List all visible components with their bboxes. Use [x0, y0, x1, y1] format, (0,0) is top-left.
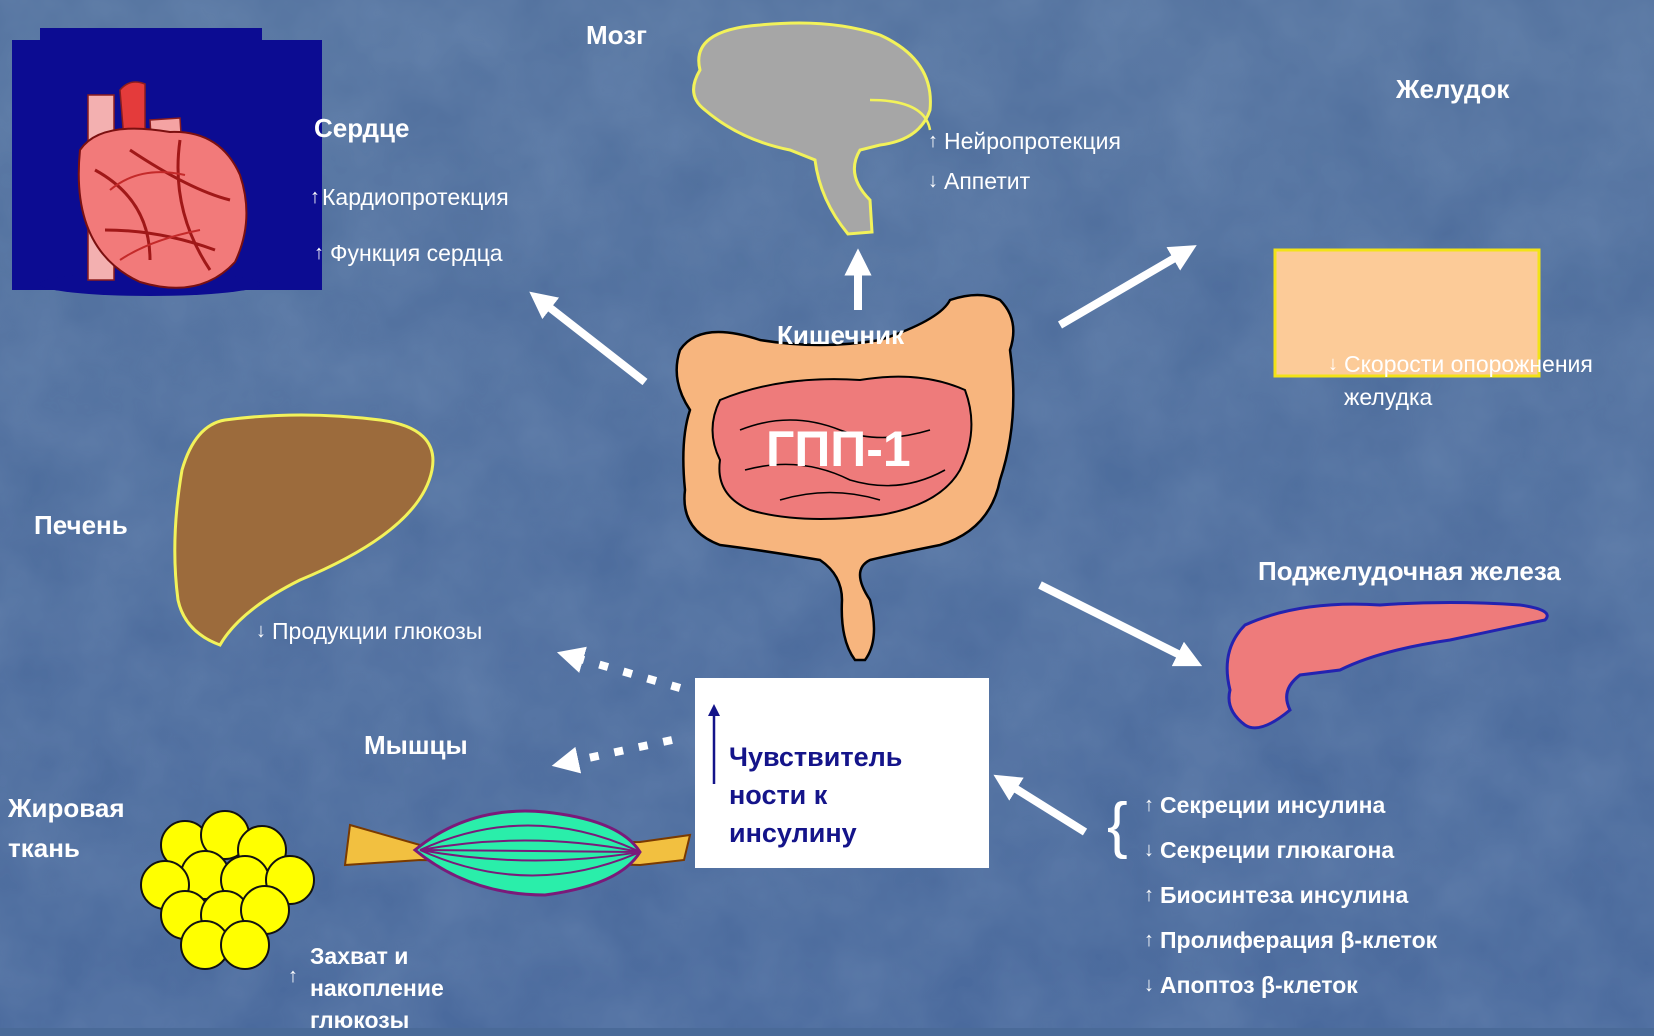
- muscle-illustration: [345, 811, 690, 895]
- heart-effect-1: ↑Кардиопротекция: [310, 184, 509, 211]
- arrow-to-heart: [540, 300, 645, 382]
- brain-illustration: [694, 23, 931, 234]
- glp1-label: ГПП-1: [766, 420, 911, 478]
- brain-effect-2: ↓ Аппетит: [928, 168, 1030, 195]
- down-arrow-icon: ↓: [256, 620, 266, 643]
- insulin-sensitivity-line: Чувствитель: [729, 742, 902, 772]
- stomach-effect: ↓Скорости опорожнения желудка: [1328, 348, 1593, 414]
- up-arrow-icon: ↑: [1144, 929, 1154, 952]
- up-arrow-icon: ↑: [928, 130, 938, 153]
- fat-effect-line: Захват и: [310, 943, 408, 969]
- up-arrow-icon: ↑: [314, 242, 324, 265]
- dotted-arrow-to-muscle: [565, 740, 672, 763]
- insulin-sensitivity-text: Чувствитель ности к инсулину: [729, 738, 979, 852]
- brain-label: Мозг: [586, 20, 647, 51]
- pancreas-effect-text: Пролиферация β-клеток: [1160, 927, 1437, 953]
- fat-label-line: ткань: [8, 833, 80, 863]
- brain-effect-text: Аппетит: [944, 168, 1030, 194]
- stomach-effect-lines: Скорости опорожнения желудка: [1344, 348, 1593, 414]
- down-arrow-icon: ↓: [1144, 974, 1154, 997]
- intestine-label: Кишечник: [777, 320, 904, 351]
- heart-illustration: [12, 28, 322, 296]
- down-arrow-icon: ↓: [1144, 839, 1154, 862]
- pancreas-effect-text: Биосинтеза инсулина: [1160, 882, 1408, 908]
- arrow-to-stomach: [1060, 252, 1185, 325]
- up-arrow-icon: ↑: [310, 186, 320, 209]
- pancreas-effect-1: ↑ Секреции инсулина: [1144, 792, 1385, 819]
- muscle-label: Мышцы: [364, 730, 468, 761]
- heart-effect-text: Кардиопротекция: [322, 184, 509, 210]
- brain-effect-1: ↑ Нейропротекция: [928, 128, 1121, 155]
- up-arrow-icon: [707, 704, 721, 784]
- fat-label-line: Жировая: [8, 793, 125, 823]
- up-arrow-icon: ↑: [288, 960, 298, 992]
- pancreas-label: Поджелудочная железа: [1258, 556, 1561, 587]
- pancreas-effect-text: Секреции глюкагона: [1160, 837, 1394, 863]
- liver-label: Печень: [34, 510, 128, 541]
- up-arrow-icon: ↑: [1144, 794, 1154, 817]
- liver-effect: ↓ Продукции глюкозы: [256, 618, 482, 645]
- heart-effect-2: ↑ Функция сердца: [314, 240, 503, 267]
- pancreas-effect-text: Апоптоз β-клеток: [1160, 972, 1358, 998]
- arrow-to-pancreas: [1040, 585, 1190, 660]
- dotted-arrow-to-liver: [570, 656, 680, 688]
- insulin-sensitivity-box: Чувствитель ности к инсулину: [695, 678, 989, 868]
- arrow-pancreas-to-insulin: [1005, 782, 1085, 832]
- stomach-label: Желудок: [1396, 74, 1509, 105]
- liver-illustration: [175, 415, 433, 645]
- pancreas-effect-4: ↑ Пролиферация β-клеток: [1144, 927, 1437, 954]
- down-arrow-icon: ↓: [928, 170, 938, 193]
- pancreas-brace: {: [1107, 790, 1128, 861]
- fat-tissue-illustration: [141, 811, 314, 969]
- pancreas-effect-5: ↓ Апоптоз β-клеток: [1144, 972, 1358, 999]
- insulin-sensitivity-line: инсулину: [729, 818, 857, 848]
- heart-label: Сердце: [314, 113, 409, 144]
- stomach-effect-line: желудка: [1344, 384, 1432, 410]
- up-arrow-icon: ↑: [1144, 884, 1154, 907]
- down-arrow-icon: ↓: [1328, 348, 1338, 381]
- stomach-effect-line: Скорости опорожнения: [1344, 351, 1593, 377]
- insulin-sensitivity-line: ности к: [729, 780, 827, 810]
- fat-effect-line: накопление: [310, 975, 444, 1001]
- fat-effect: ↑ Захват и накопление глюкозы: [290, 940, 444, 1036]
- liver-effect-text: Продукции глюкозы: [272, 618, 482, 644]
- heart-effect-text: Функция сердца: [330, 240, 503, 266]
- pancreas-effect-3: ↑ Биосинтеза инсулина: [1144, 882, 1408, 909]
- fat-effect-line: глюкозы: [310, 1007, 409, 1033]
- brain-effect-text: Нейропротекция: [944, 128, 1121, 154]
- pancreas-effect-text: Секреции инсулина: [1160, 792, 1385, 818]
- fat-label: Жировая ткань: [8, 788, 125, 868]
- fat-effect-lines: Захват и накопление глюкозы: [310, 940, 444, 1036]
- pancreas-illustration: [1227, 603, 1547, 728]
- pancreas-effect-2: ↓ Секреции глюкагона: [1144, 837, 1394, 864]
